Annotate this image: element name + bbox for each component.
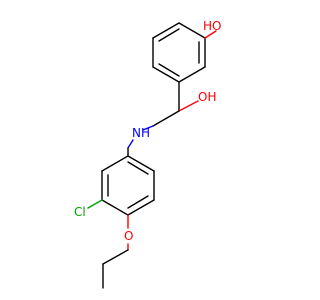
bond-c-o — [178, 100, 199, 112]
bond-c-n — [142, 125, 154, 131]
bond-double — [127, 161, 149, 175]
structure-canvas: HO OH NH Cl O — [74, 19, 221, 289]
bond — [152, 22, 180, 39]
molecule-structure: HO OH NH Cl O — [74, 19, 221, 289]
bond — [101, 199, 129, 216]
phenol-ring — [152, 22, 206, 83]
bond — [101, 155, 129, 172]
bond-double — [127, 195, 149, 209]
atom-label-o: O — [124, 229, 133, 243]
bond-double — [158, 63, 180, 77]
bond-n-c — [127, 139, 134, 149]
atom-label-nh: NH — [132, 126, 150, 140]
bond — [178, 22, 206, 39]
bond-double — [158, 28, 180, 42]
atom-label-ho: HO — [203, 19, 221, 33]
bond-c-cl — [87, 199, 103, 209]
bond-c-o — [204, 30, 217, 39]
atom-label-oh: OH — [198, 90, 216, 104]
atom-label-cl: Cl — [74, 205, 86, 219]
bond — [152, 66, 180, 83]
bond — [127, 155, 155, 172]
bond — [152, 110, 180, 127]
bond — [178, 66, 206, 83]
bond — [102, 249, 129, 265]
chloroethoxy-ring — [101, 155, 155, 216]
bond — [127, 199, 155, 216]
